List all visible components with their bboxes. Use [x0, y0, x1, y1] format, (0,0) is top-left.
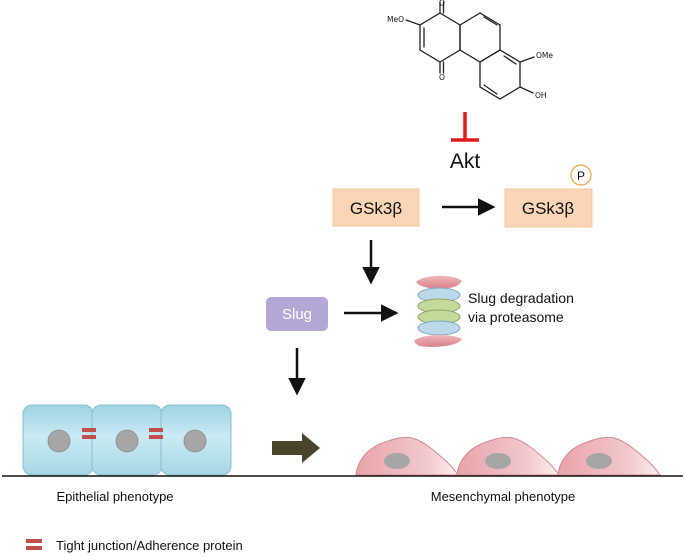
gsk3b-phospho-node: GSk3β P — [504, 164, 593, 228]
epithelial-cell-icon — [91, 404, 163, 476]
gsk3b-label: GSk3β — [350, 199, 403, 218]
junction-legend-icon — [26, 539, 42, 550]
mesenchymal-cell-icon — [456, 436, 560, 476]
mesenchymal-phenotype-label: Mesenchymal phenotype — [431, 489, 576, 504]
epithelial-cell-icon — [22, 404, 94, 476]
slug-label: Slug — [282, 306, 312, 323]
gsk3b-phospho-label: GSk3β — [522, 199, 575, 218]
legend: Tight junction/Adherence protein — [26, 538, 243, 553]
compound-structure: O O MeO OMe OH — [387, 0, 553, 100]
epithelial-cells — [22, 404, 232, 476]
proteasome-label-line1: Slug degradation — [468, 290, 574, 306]
phospho-badge-label: P — [577, 169, 585, 183]
mesenchymal-cell-icon — [355, 436, 459, 476]
methoxy-left-label: MeO — [387, 15, 404, 24]
gsk3b-node: GSk3β — [332, 188, 420, 227]
proteasome-label-line2: via proteasome — [468, 309, 564, 325]
mesenchymal-cell-icon — [557, 436, 661, 476]
epithelial-phenotype-label: Epithelial phenotype — [56, 489, 173, 504]
hydroxyl-label: OH — [535, 91, 547, 100]
junction-icon — [149, 428, 163, 439]
akt-label: Akt — [450, 150, 481, 173]
junction-icon — [82, 428, 96, 439]
phospho-badge-icon — [570, 164, 592, 186]
epithelial-cell-icon — [160, 404, 232, 476]
methoxy-right-label: OMe — [536, 51, 553, 60]
inhibition-bar-icon — [451, 112, 479, 142]
legend-label: Tight junction/Adherence protein — [56, 538, 243, 553]
mesenchymal-cells — [355, 436, 661, 476]
slug-node: Slug — [266, 297, 328, 331]
proteasome-icon — [414, 275, 462, 347]
carbonyl-top-label: O — [439, 0, 445, 8]
transition-arrow-icon — [272, 433, 320, 463]
carbonyl-bottom-label: O — [439, 73, 445, 82]
